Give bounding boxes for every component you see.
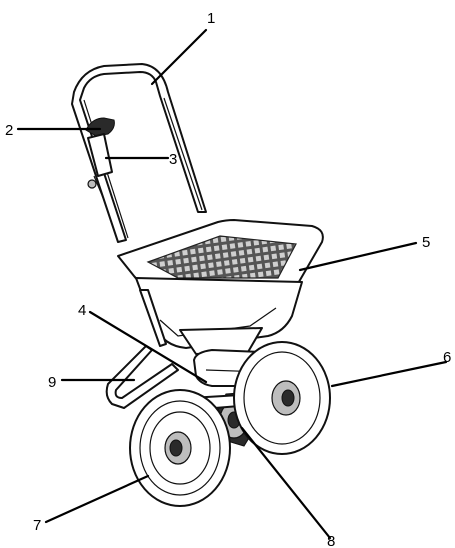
leader-line-4 (88, 310, 208, 384)
callout-1: 1 (207, 10, 215, 27)
lever (85, 117, 115, 201)
hopper-screen (146, 235, 297, 279)
leader-lines (16, 28, 448, 540)
leader-line-1 (150, 28, 208, 86)
callout-6: 6 (443, 349, 451, 366)
callout-9: 9 (48, 374, 56, 391)
hopper-stand (105, 289, 179, 409)
callout-2: 2 (5, 122, 13, 139)
right-wheel (233, 341, 331, 455)
callout-4: 4 (78, 302, 86, 319)
leader-line-7 (44, 474, 150, 524)
leader-line-8 (240, 426, 332, 540)
left-wheel (129, 389, 231, 507)
leader-line-5 (298, 241, 418, 272)
callout-numbers: 1 2 3 4 5 6 7 8 9 (5, 10, 451, 548)
callout-8: 8 (327, 533, 335, 548)
leader-line-6 (330, 360, 448, 388)
callout-5: 5 (422, 234, 430, 251)
callout-7: 7 (33, 517, 41, 534)
callout-3: 3 (169, 151, 177, 168)
hopper (117, 219, 324, 355)
